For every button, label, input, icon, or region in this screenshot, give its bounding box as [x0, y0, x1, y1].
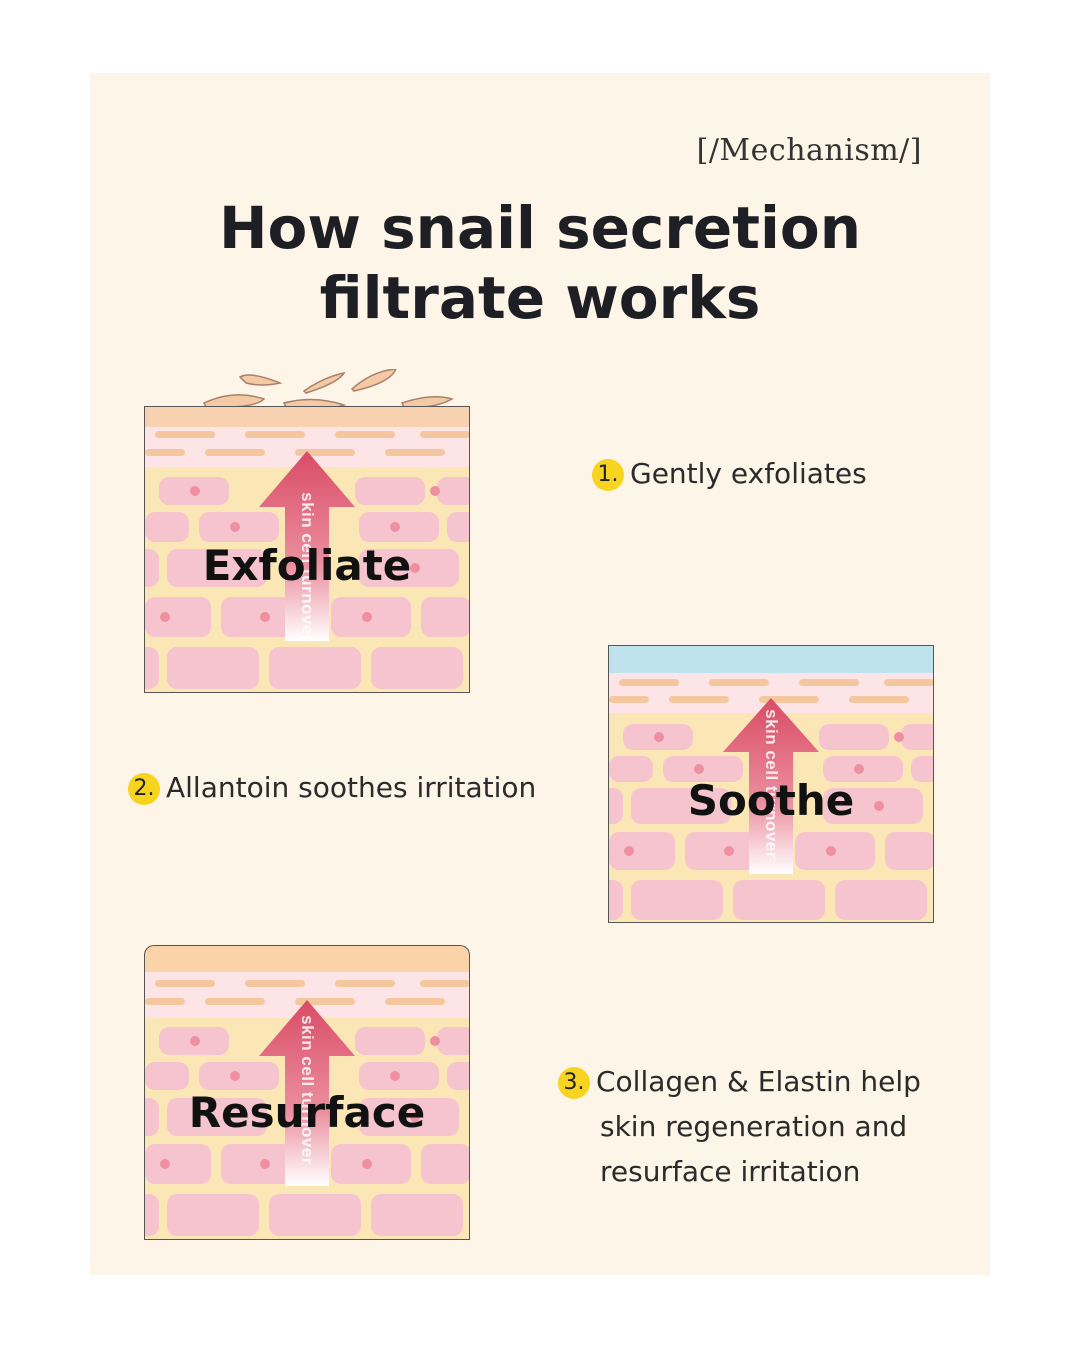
title-line-2: filtrate works [319, 264, 761, 332]
step-badge: 1. [592, 459, 624, 491]
up-arrow-icon [259, 451, 355, 641]
title-line-1: How snail secretion [219, 194, 861, 262]
step-3: 3.Collagen & Elastin help skin regenerat… [558, 1059, 921, 1194]
resurface-panel: skin cell turnover Resurface [144, 972, 470, 1240]
up-arrow-icon [259, 1000, 355, 1186]
step-1-line-1: 1.Gently exfoliates [592, 451, 867, 496]
up-arrow-icon [723, 698, 819, 874]
step-text: Allantoin soothes irritation [166, 771, 537, 804]
eyebrow-label: [/Mechanism/] [696, 133, 922, 168]
step-text: Collagen & Elastin help [596, 1065, 921, 1098]
step-2: 2.Allantoin soothes irritation [128, 765, 536, 810]
step-3-line-2: skin regeneration and [600, 1110, 908, 1143]
step-1: 1.Gently exfoliates [592, 451, 867, 496]
step-badge: 3. [558, 1067, 590, 1099]
resurface-label: Resurface [188, 1088, 426, 1137]
soothe-label: Soothe [687, 776, 855, 825]
step-3-line-3: resurface irritation [600, 1155, 861, 1188]
step-3-line-1: 3.Collagen & Elastin help [558, 1059, 921, 1104]
page-title: How snail secretion filtrate works [90, 193, 990, 333]
step-badge: 2. [128, 773, 160, 805]
exfoliate-panel: skin cell turnover Exfoliate [144, 406, 470, 693]
step-text: Gently exfoliates [630, 457, 867, 490]
mechanism-card: [/Mechanism/] How snail secretion filtra… [90, 73, 990, 1275]
resurface-top-layer [144, 945, 470, 973]
soothe-panel: skin cell turnover Soothe [608, 645, 934, 923]
exfoliate-label: Exfoliate [202, 541, 412, 590]
step-2-line-1: 2.Allantoin soothes irritation [128, 765, 536, 810]
